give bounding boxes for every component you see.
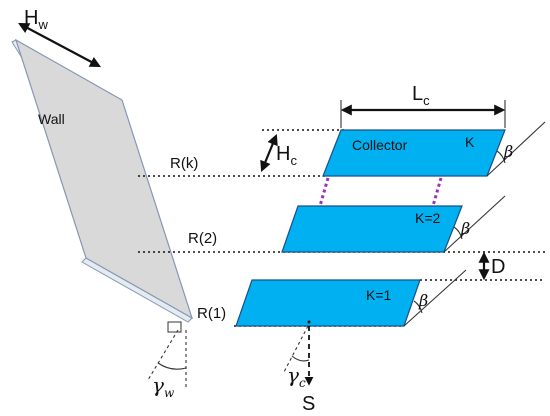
row-k-label: R(k) [170, 155, 198, 172]
wall-azimuth: γw [147, 321, 187, 400]
collector-row-1: K=1 [235, 279, 421, 327]
collector-azimuth-arc [291, 355, 310, 362]
tilt-arc-k [496, 150, 506, 164]
gamma-c-label: γc [287, 363, 306, 390]
collector-azimuth: γc S [283, 320, 315, 415]
tilt-arc-1 [413, 300, 423, 314]
south-label: S [302, 393, 315, 415]
tilt-reference-line-2 [443, 195, 506, 253]
tilt-reference-line-k [486, 121, 546, 177]
tilt-label-2: β [460, 219, 470, 238]
collector-panel-1 [235, 279, 421, 327]
collector-length-label: Lc [412, 83, 430, 108]
panel-1-label: K=1 [366, 287, 392, 303]
tilt-label-k: β [503, 142, 513, 161]
wall-label: Wall [38, 111, 65, 127]
wall [11, 38, 194, 323]
wall-face [14, 38, 194, 320]
panel-2-label: K=2 [415, 210, 441, 226]
tilt-reference-line-1 [403, 269, 467, 327]
collector-panel-k [322, 129, 506, 177]
collector-label: Collector [352, 137, 408, 153]
panel-k-label: K [465, 134, 475, 150]
wall-height-arrow [18, 22, 101, 68]
spacing-label: D [491, 256, 505, 278]
gamma-w-label: γw [152, 373, 175, 400]
row-2-label: R(2) [188, 230, 217, 247]
connector-left [318, 177, 330, 207]
collector-height-label: Hc [276, 143, 297, 168]
wall-azimuth-arc [157, 362, 187, 370]
tilt-label-1: β [418, 291, 428, 310]
wall-base-corner-marker [167, 321, 182, 333]
connector-right [431, 177, 443, 207]
collector-row-k: Collector K [322, 129, 506, 177]
collector-azimuth-line [283, 325, 309, 373]
collector-height-arrow [260, 133, 278, 173]
wall-azimuth-line [147, 329, 179, 381]
collector-center-point [307, 320, 311, 324]
wall-height-label: Hw [24, 7, 48, 32]
tilt-arc-2 [453, 226, 463, 240]
row-1-label: R(1) [197, 305, 226, 322]
collector-row-2: K=2 [281, 205, 463, 253]
